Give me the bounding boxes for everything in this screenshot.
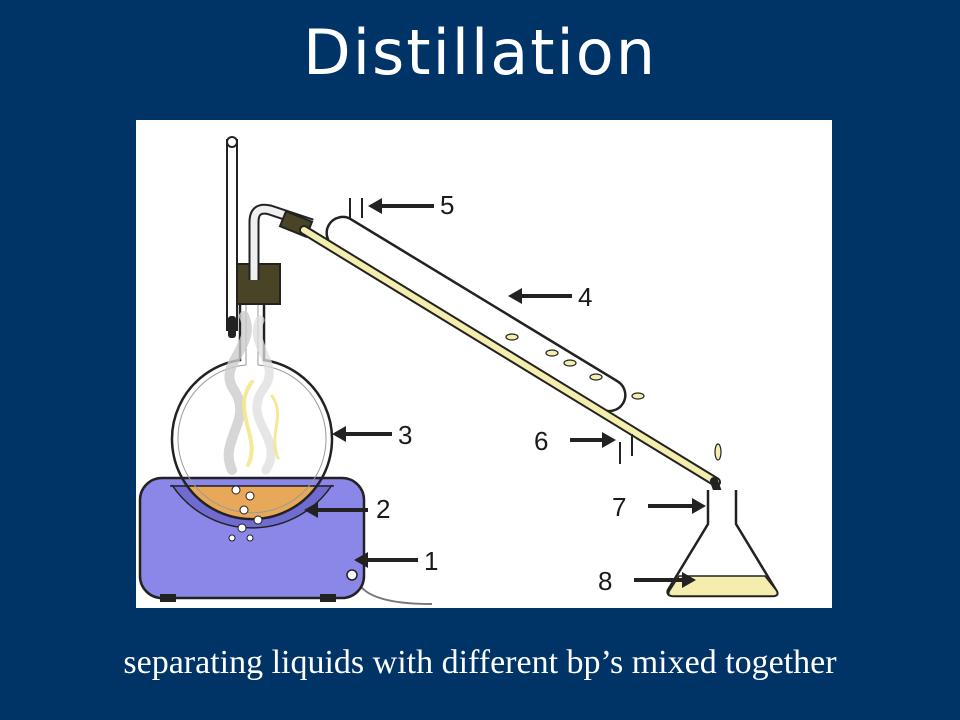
label-3: 3 [398,420,412,450]
vapor [223,311,280,475]
thermometer [226,136,238,338]
label-5: 5 [440,190,454,220]
distillation-diagram: 5 4 3 6 2 7 1 [136,120,832,608]
callout-7: 7 [612,492,706,522]
diagram-canvas: 5 4 3 6 2 7 1 [138,136,779,605]
condenser [299,198,721,487]
receiving-flask [666,490,779,598]
label-1: 1 [424,546,438,576]
callout-8: 8 [598,566,696,596]
slide-subtitle: separating liquids with different bp’s m… [123,644,837,681]
label-7: 7 [612,492,626,522]
slide-title: Distillation [302,16,657,89]
label-6: 6 [534,426,548,456]
label-2: 2 [376,494,390,524]
callout-3: 3 [332,420,412,450]
callout-4: 4 [508,282,592,312]
heater-cord [357,581,433,605]
label-4: 4 [578,282,592,312]
callout-5: 5 [368,190,454,220]
callout-6: 6 [534,426,616,456]
callout-2: 2 [304,494,390,524]
label-8: 8 [598,566,612,596]
callout-1: 1 [354,546,438,576]
